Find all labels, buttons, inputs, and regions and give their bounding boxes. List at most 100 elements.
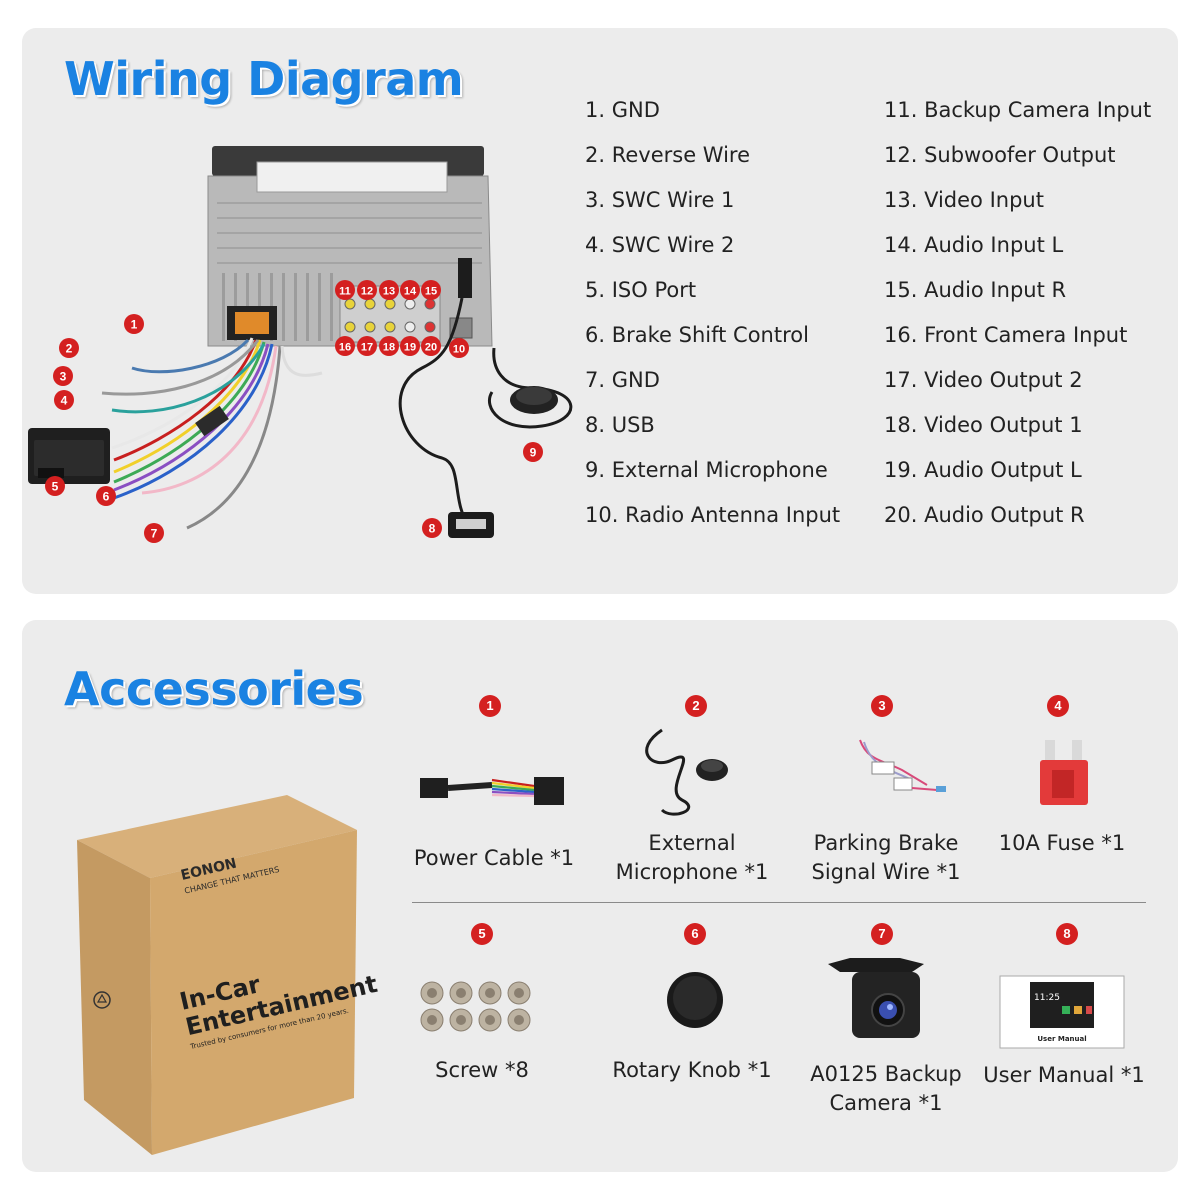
screw xyxy=(507,1008,531,1032)
accessory-number-badge: 5 xyxy=(471,923,493,945)
wiring-marker: 12 xyxy=(357,280,377,300)
wiring-marker: 1 xyxy=(124,314,144,334)
wiring-marker: 7 xyxy=(144,523,164,543)
wiring-marker-label: 10 xyxy=(453,344,465,356)
accessory-label-line: Camera *1 xyxy=(829,1091,943,1115)
accessory-number-badge: 7 xyxy=(871,923,893,945)
accessory-label: Rotary Knob *1 xyxy=(582,1056,802,1085)
legend-entry: 10. Radio Antenna Input xyxy=(585,503,841,527)
rotary-knob-image xyxy=(667,972,723,1028)
wiring-marker-label: 4 xyxy=(61,394,68,408)
wiring-marker-label: 17 xyxy=(361,342,373,354)
usb-cable xyxy=(398,297,469,524)
legend-entry: 4. SWC Wire 2 xyxy=(585,233,735,257)
accessory-number-badge: 4 xyxy=(1047,695,1069,717)
legend-entry: 15. Audio Input R xyxy=(884,278,1067,302)
manual-screen-time: 11:25 xyxy=(1034,993,1060,1003)
accessory-label-line: 10A Fuse *1 xyxy=(998,831,1126,855)
inline-fuse-holder xyxy=(195,405,229,437)
user-manual-image: 11:25 User Manual xyxy=(999,975,1125,1049)
wiring-marker: 8 xyxy=(422,518,442,538)
power-cable-image xyxy=(420,777,564,805)
accessory-label-line: Parking Brake xyxy=(813,831,959,855)
cardboard-box: EONON CHANGE THAT MATTERS In-Car Enterta… xyxy=(77,795,380,1155)
accessories-illustration: EONON CHANGE THAT MATTERS In-Car Enterta… xyxy=(77,728,1125,1155)
wiring-marker: 4 xyxy=(54,390,74,410)
accessory-label: 10A Fuse *1 xyxy=(952,829,1172,858)
wiring-marker: 9 xyxy=(523,442,543,462)
wiring-marker-label: 7 xyxy=(151,527,158,541)
legend-entry: 12. Subwoofer Output xyxy=(884,143,1116,167)
wiring-marker-label: 16 xyxy=(339,342,351,354)
wiring-marker-label: 20 xyxy=(425,342,437,354)
legend-entry: 1. GND xyxy=(585,98,660,122)
accessories-title: Accessories xyxy=(64,662,364,716)
accessory-number-badge: 8 xyxy=(1056,923,1078,945)
wiring-marker: 3 xyxy=(53,366,73,386)
accessory-label-line: External xyxy=(648,831,736,855)
accessory-number-badge: 3 xyxy=(871,695,893,717)
legend-left-column: 1. GND 2. Reverse Wire 3. SWC Wire 1 4. SWC… xyxy=(585,88,840,538)
legend-entry: 3. SWC Wire 1 xyxy=(585,188,735,212)
accessory-number-badge: 1 xyxy=(479,695,501,717)
legend-entry: 17. Video Output 2 xyxy=(884,368,1083,392)
wiring-marker: 5 xyxy=(45,476,65,496)
legend-entry: 7. GND xyxy=(585,368,660,392)
accessory-label-line: Screw *8 xyxy=(435,1058,529,1082)
fuse-image xyxy=(1040,740,1088,805)
screw xyxy=(420,981,444,1005)
wiring-marker: 16 xyxy=(335,336,355,356)
legend-entry: 14. Audio Input L xyxy=(884,233,1064,257)
wiring-marker: 14 xyxy=(400,280,420,300)
wiring-marker: 17 xyxy=(357,336,377,356)
legend-entry: 20. Audio Output R xyxy=(884,503,1085,527)
wiring-marker: 18 xyxy=(379,336,399,356)
accessory-label-line: Rotary Knob *1 xyxy=(612,1058,772,1082)
legend-entry: 19. Audio Output L xyxy=(884,458,1082,482)
accessory-label-line: Microphone *1 xyxy=(615,860,769,884)
wiring-marker-label: 3 xyxy=(60,370,67,384)
wiring-marker-label: 5 xyxy=(52,480,59,494)
manual-cover-caption: User Manual xyxy=(1037,1035,1086,1043)
wiring-marker: 11 xyxy=(335,280,355,300)
wiring-marker-label: 1 xyxy=(131,318,138,332)
legend-entry: 9. External Microphone xyxy=(585,458,828,482)
microphone xyxy=(488,347,573,429)
iso-harness xyxy=(101,337,323,530)
usb-female-port xyxy=(448,512,494,538)
wiring-marker-label: 19 xyxy=(404,342,416,354)
accessory-label: Screw *8 xyxy=(372,1056,592,1085)
wiring-marker-label: 2 xyxy=(66,342,73,356)
backup-camera-image xyxy=(828,958,924,1038)
accessory-number-badge: 2 xyxy=(685,695,707,717)
wiring-marker: 20 xyxy=(421,336,441,356)
legend-entry: 11. Backup Camera Input xyxy=(884,98,1152,122)
head-unit-back xyxy=(207,146,493,347)
wiring-marker: 10 xyxy=(449,338,469,358)
legend-entry: 18. Video Output 1 xyxy=(884,413,1083,437)
iso-connector xyxy=(28,428,110,484)
wiring-marker-label: 9 xyxy=(530,446,537,460)
accessory-number-badge: 6 xyxy=(684,923,706,945)
wiring-marker: 13 xyxy=(379,280,399,300)
wiring-marker: 19 xyxy=(400,336,420,356)
legend-entry: 6. Brake Shift Control xyxy=(585,323,809,347)
accessories-divider xyxy=(412,902,1146,903)
wiring-marker-label: 13 xyxy=(383,286,395,298)
screw xyxy=(478,981,502,1005)
screws-image xyxy=(420,981,531,1032)
screw xyxy=(420,1008,444,1032)
legend-entry: 2. Reverse Wire xyxy=(585,143,751,167)
legend-entry: 5. ISO Port xyxy=(585,278,697,302)
wiring-marker-label: 14 xyxy=(404,286,417,298)
wiring-marker-label: 12 xyxy=(361,286,373,298)
usb-cable-plug xyxy=(458,258,472,298)
legend-entry: 13. Video Input xyxy=(884,188,1044,212)
screw xyxy=(507,981,531,1005)
accessory-label-line: Power Cable *1 xyxy=(413,846,575,870)
wiring-diagram-panel: Wiring Diagram xyxy=(22,28,1178,594)
